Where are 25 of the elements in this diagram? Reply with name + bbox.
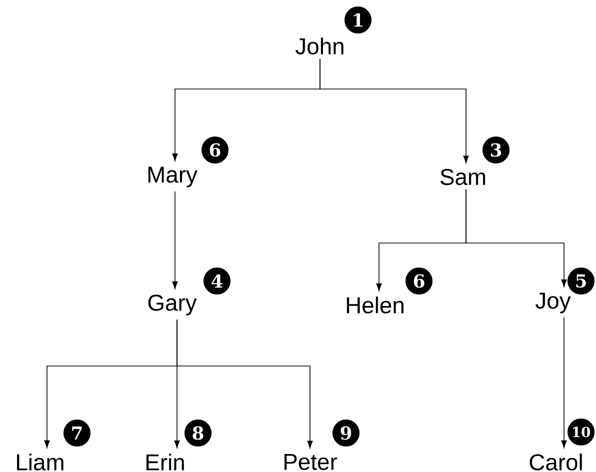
number-badge: 3 — [482, 136, 510, 164]
number-badge: 10 — [568, 418, 594, 446]
arrow — [172, 191, 178, 289]
number-badge: 1 — [344, 6, 372, 34]
arrow — [176, 319, 313, 448]
name-label: Mary — [148, 166, 198, 188]
number-badge: 4 — [204, 268, 230, 294]
arrow — [320, 58, 469, 164]
name-label: Sam — [440, 168, 486, 186]
name-label: Peter — [284, 454, 337, 470]
name-label: Gary — [148, 294, 197, 316]
name-label: Carol — [530, 454, 582, 470]
name-label: Helen — [346, 296, 404, 314]
number-badge: 8 — [184, 420, 212, 446]
number-badge: 9 — [332, 420, 360, 446]
number-badge: 6 — [202, 136, 228, 164]
name-label: Joy — [536, 292, 571, 314]
name-label: John — [296, 38, 344, 54]
name-label: Liam — [17, 454, 64, 470]
arrow — [466, 188, 567, 288]
number-badge: 6 — [406, 268, 432, 294]
number-badge: 5 — [568, 268, 594, 294]
arrow — [561, 317, 567, 448]
number-badge: 7 — [64, 420, 90, 446]
name-label: Erin — [146, 454, 184, 470]
